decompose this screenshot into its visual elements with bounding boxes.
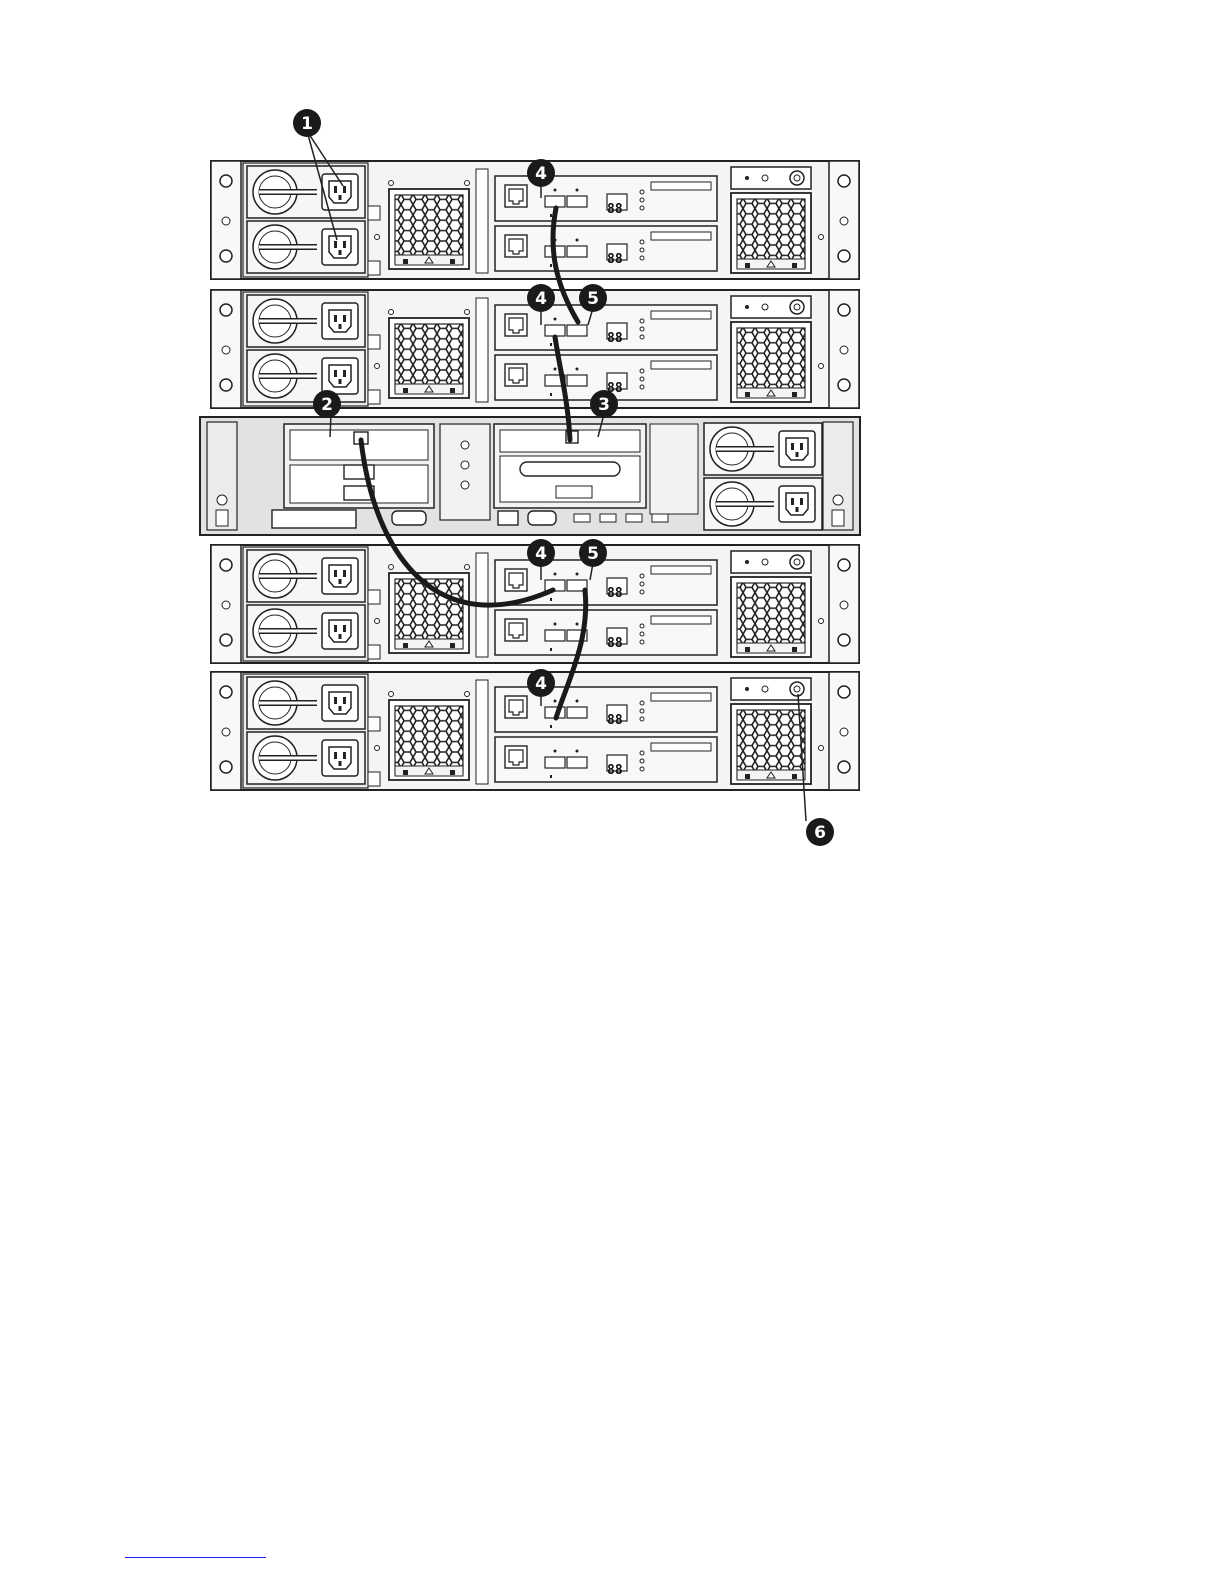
callout-4c-label: 4 <box>535 544 547 564</box>
footnote-separator <box>125 1557 266 1558</box>
callout-5a-label: 5 <box>587 289 599 309</box>
callout-1: 1 <box>293 109 321 137</box>
callout-4d-label: 4 <box>535 674 547 694</box>
callout-1-label: 1 <box>301 114 313 134</box>
callout-4b-label: 4 <box>535 289 547 309</box>
callout-5b-label: 5 <box>587 544 599 564</box>
callout-4-enclosure-4: 4 <box>527 669 555 697</box>
callout-3-label: 3 <box>598 395 610 415</box>
callout-4-enclosure-3: 4 <box>527 539 555 567</box>
callout-4-enclosure-2: 4 <box>527 284 555 312</box>
callout-2-label: 2 <box>321 395 333 415</box>
callout-4a-label: 4 <box>535 164 547 184</box>
controller-card-left <box>284 424 434 508</box>
callout-6: 6 <box>806 818 834 846</box>
callout-5-enclosure-3: 5 <box>579 539 607 567</box>
callout-6-label: 6 <box>814 823 826 843</box>
callout-3: 3 <box>590 390 618 418</box>
callout-2: 2 <box>313 390 341 418</box>
server-unit <box>200 417 860 535</box>
callout-4-enclosure-1: 4 <box>527 159 555 187</box>
callout-5-enclosure-2: 5 <box>579 284 607 312</box>
